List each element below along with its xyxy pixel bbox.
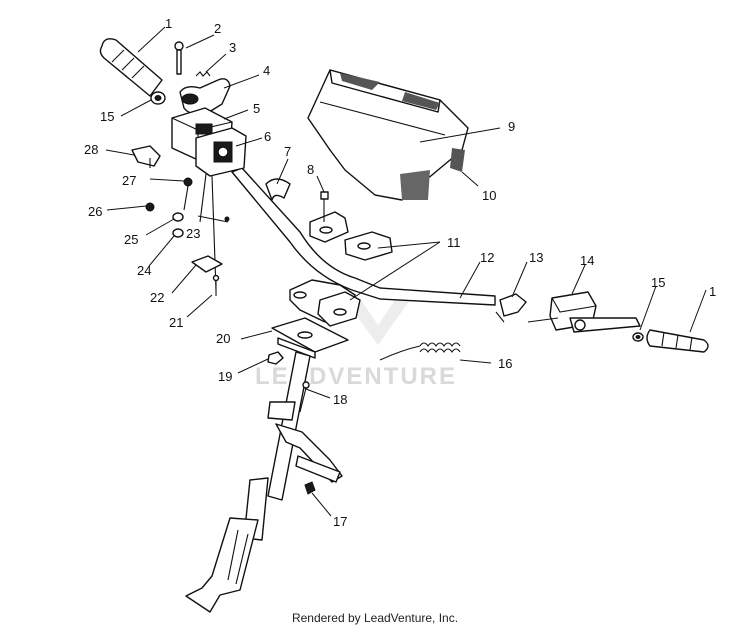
steering-pin: [295, 455, 341, 495]
right-grip: [646, 329, 709, 353]
right-switch: [495, 293, 527, 323]
post-nut: [267, 351, 284, 365]
master-cylinder: [527, 291, 641, 333]
callout-23: 23: [186, 226, 200, 241]
handlebar: [231, 167, 496, 306]
callout-8: 8: [307, 162, 314, 177]
callouts: 1 2 3 4 15 5 6 28 7 9 8 27 10 26 25 23 1…: [84, 16, 716, 529]
callout-6: 6: [264, 129, 271, 144]
throttle-lever: [179, 78, 231, 116]
left-hardware: [145, 173, 230, 291]
callout-10: 10: [482, 188, 496, 203]
right-bar-end: [632, 332, 644, 342]
dash-cover: [307, 69, 469, 201]
callout-13: 13: [529, 250, 543, 265]
clamp-bolt: [320, 191, 329, 222]
throttle-spring: [195, 71, 211, 77]
callout-26: 26: [88, 204, 102, 219]
left-grip: [99, 38, 163, 97]
callout-14: 14: [580, 253, 594, 268]
throttle-cable: [379, 342, 461, 361]
control-switch: [195, 127, 247, 177]
handlebar-clamp-lower: [289, 279, 361, 327]
callout-11: 11: [447, 235, 461, 250]
callout-18: 18: [333, 392, 347, 407]
callout-21: 21: [169, 315, 183, 330]
left-bar-end: [150, 91, 166, 105]
footer-credit: Rendered by LeadVenture, Inc.: [291, 611, 459, 625]
callout-1-left: 1: [165, 16, 172, 31]
callout-3: 3: [229, 40, 236, 55]
plate-screw: [212, 274, 220, 296]
watermark-text: LEADVENTURE: [255, 363, 457, 390]
steering-post: [185, 351, 343, 613]
post-bolt: [299, 381, 310, 413]
brake-clamp: [131, 145, 161, 168]
leader-lines: [105, 26, 707, 517]
callout-15-left: 15: [100, 109, 114, 124]
callout-24: 24: [137, 263, 151, 278]
callout-25: 25: [124, 232, 138, 247]
callout-7: 7: [284, 144, 291, 159]
callout-20: 20: [216, 331, 230, 346]
callout-9: 9: [508, 119, 515, 134]
watermark-logo: [345, 300, 410, 345]
callout-16: 16: [498, 356, 512, 371]
callout-22: 22: [150, 290, 164, 305]
callout-4: 4: [263, 63, 270, 78]
callout-17: 17: [333, 514, 347, 529]
callout-1-right: 1: [709, 284, 716, 299]
callout-19: 19: [218, 369, 232, 384]
cable-clip: [265, 178, 291, 201]
callout-12: 12: [480, 250, 494, 265]
throttle-screw: [174, 41, 184, 75]
callout-27: 27: [122, 173, 136, 188]
callout-15-right: 15: [651, 275, 665, 290]
callout-28: 28: [84, 142, 98, 157]
callout-5: 5: [253, 101, 260, 116]
steering-post-plate: [271, 317, 349, 359]
callout-2: 2: [214, 21, 221, 36]
cover-plate: [191, 255, 223, 273]
handlebar-clamp-upper: [309, 211, 393, 261]
